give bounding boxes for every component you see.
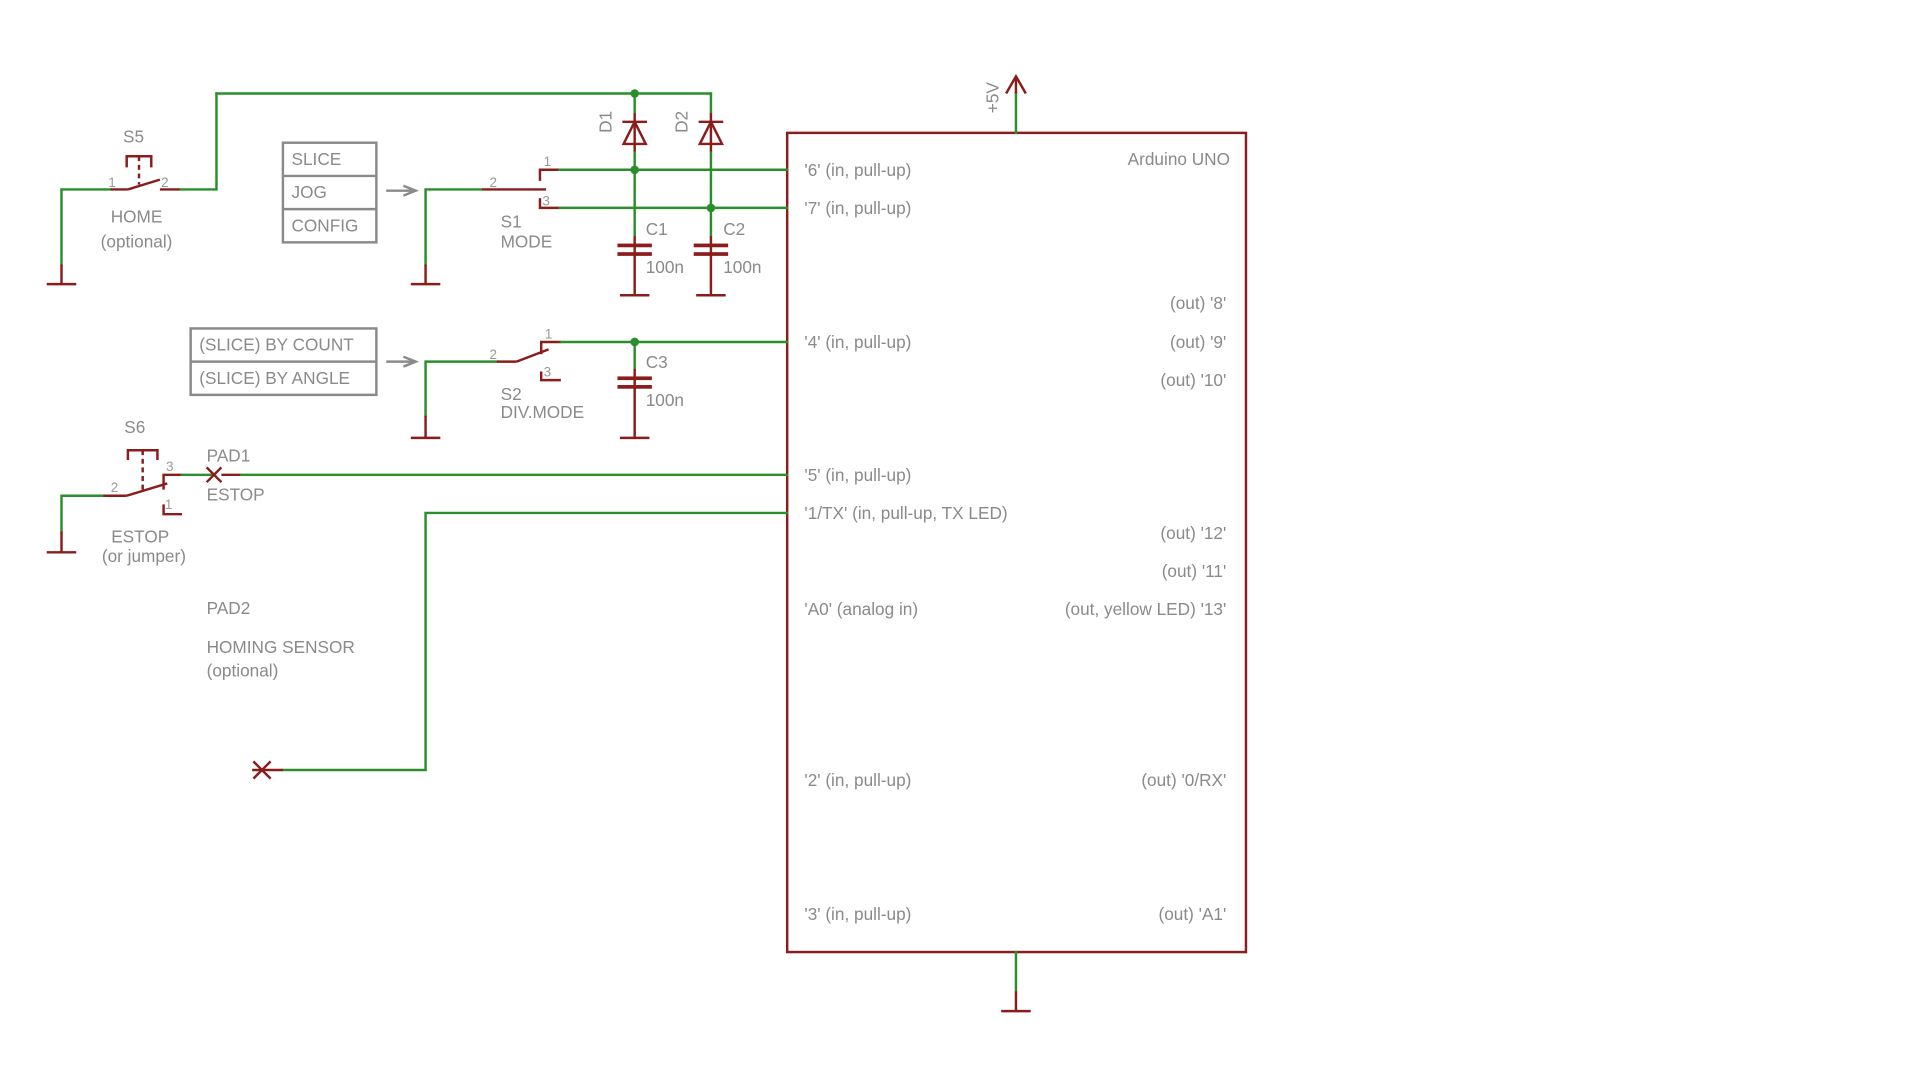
diode-icon — [697, 119, 724, 146]
capacitor-c1: C1 100n — [617, 219, 684, 297]
pad2-homing-sensor: PAD2 HOMING SENSOR (optional) — [207, 511, 789, 780]
pin-label-2: '2' (in, pull-up) — [804, 770, 911, 790]
s6-pin3: 3 — [166, 459, 174, 474]
s1-ref: S1 — [501, 212, 522, 232]
divmode-menu-box: (SLICE) BY COUNT (SLICE) BY ANGLE — [189, 327, 420, 397]
pin-label-7: '7' (in, pull-up) — [804, 198, 911, 218]
arduino-5v-arrow-icon — [1005, 73, 1027, 95]
junction — [630, 337, 639, 347]
pin-label-12: (out) '12' — [1160, 523, 1226, 543]
c3-value: 100n — [646, 390, 684, 410]
arduino-5v-label: +5V — [983, 82, 1003, 114]
s6-label: ESTOP — [111, 526, 169, 546]
s5-pin1: 1 — [108, 175, 116, 190]
d1-ref: D1 — [595, 111, 615, 133]
junction — [630, 165, 639, 175]
pin-label-5: '5' (in, pull-up) — [804, 465, 911, 485]
s5-label: HOME — [111, 207, 163, 227]
c2-value: 100n — [723, 257, 761, 277]
s6-ref: S6 — [124, 417, 145, 437]
mode-menu-item-slice: SLICE — [292, 149, 342, 169]
pin-label-10: (out) '10' — [1160, 370, 1226, 390]
s6-note: (or jumper) — [102, 546, 186, 566]
c3-ref: C3 — [646, 352, 668, 372]
pad2-ref: PAD2 — [207, 598, 251, 618]
capacitor-c2: C2 100n — [693, 219, 762, 297]
pin-label-6: '6' (in, pull-up) — [804, 160, 911, 180]
pad1-estop: PAD1 ESTOP — [205, 445, 789, 505]
s2-pin2: 2 — [490, 347, 498, 362]
arrow-right-icon — [402, 184, 420, 197]
pad1-label: ESTOP — [207, 485, 265, 505]
pin-label-11: (out) '11' — [1162, 561, 1227, 581]
switch-s1-mode: 2 1 3 S1 MODE — [409, 154, 789, 286]
s2-label: DIV.MODE — [501, 402, 584, 422]
s2-ref: S2 — [501, 384, 522, 404]
c1-value: 100n — [646, 257, 684, 277]
s1-pin2: 2 — [490, 175, 498, 190]
junction — [630, 89, 639, 98]
pin-label-a1: (out) 'A1' — [1159, 904, 1227, 924]
s1-pin3: 3 — [542, 193, 550, 208]
pad1-ref: PAD1 — [207, 445, 251, 465]
diode-icon — [621, 119, 648, 146]
arduino-uno: Arduino UNO +5V '6' (in, pull-up) '7' (i… — [785, 73, 1248, 1013]
mode-menu-item-config: CONFIG — [292, 215, 359, 235]
diode-d1: D1 — [595, 92, 648, 238]
pad2-label: HOMING SENSOR — [207, 637, 355, 657]
c1-ref: C1 — [646, 219, 668, 239]
mode-menu-box: SLICE JOG CONFIG — [281, 141, 420, 244]
s2-pin3: 3 — [544, 364, 552, 379]
s6-pin1: 1 — [165, 497, 173, 512]
s5-ref: S5 — [123, 127, 144, 147]
c2-ref: C2 — [723, 219, 745, 239]
s5-note: (optional) — [101, 231, 173, 251]
s6-pin2: 2 — [111, 480, 119, 495]
pin-label-0rx: (out) '0/RX' — [1141, 770, 1226, 790]
junction — [706, 203, 716, 213]
pin-label-4: '4' (in, pull-up) — [804, 332, 911, 352]
switch-s2-divmode: 2 1 3 S2 DIV.MODE — [409, 326, 789, 440]
switch-s6-estop: 2 3 1 S6 ESTOP (or jumper) — [45, 417, 213, 566]
pin-label-13: (out, yellow LED) '13' — [1065, 599, 1226, 619]
divmode-menu-item-angle: (SLICE) BY ANGLE — [199, 368, 350, 388]
s1-pin1: 1 — [544, 154, 552, 169]
d2-ref: D2 — [672, 111, 692, 133]
diode-d2: D2 — [672, 92, 724, 238]
pad2-note: (optional) — [207, 661, 279, 681]
s2-pin1: 1 — [545, 326, 553, 341]
arrow-right-icon — [402, 355, 420, 368]
arduino-label: Arduino UNO — [1128, 149, 1230, 169]
pin-label-3: '3' (in, pull-up) — [804, 904, 911, 924]
pin-label-8: (out) '8' — [1170, 293, 1226, 313]
pin-label-9: (out) '9' — [1170, 332, 1226, 352]
divmode-menu-item-count: (SLICE) BY COUNT — [199, 335, 354, 355]
mode-menu-item-jog: JOG — [292, 182, 327, 202]
capacitor-c3: C3 100n — [617, 340, 684, 440]
pin-label-a0: 'A0' (analog in) — [804, 599, 918, 619]
s1-label: MODE — [501, 231, 553, 251]
switch-s5-home: 1 2 S5 HOME (optional) — [45, 92, 713, 286]
pin-label-1tx: '1/TX' (in, pull-up, TX LED) — [804, 503, 1007, 523]
s5-pin2: 2 — [161, 175, 169, 190]
